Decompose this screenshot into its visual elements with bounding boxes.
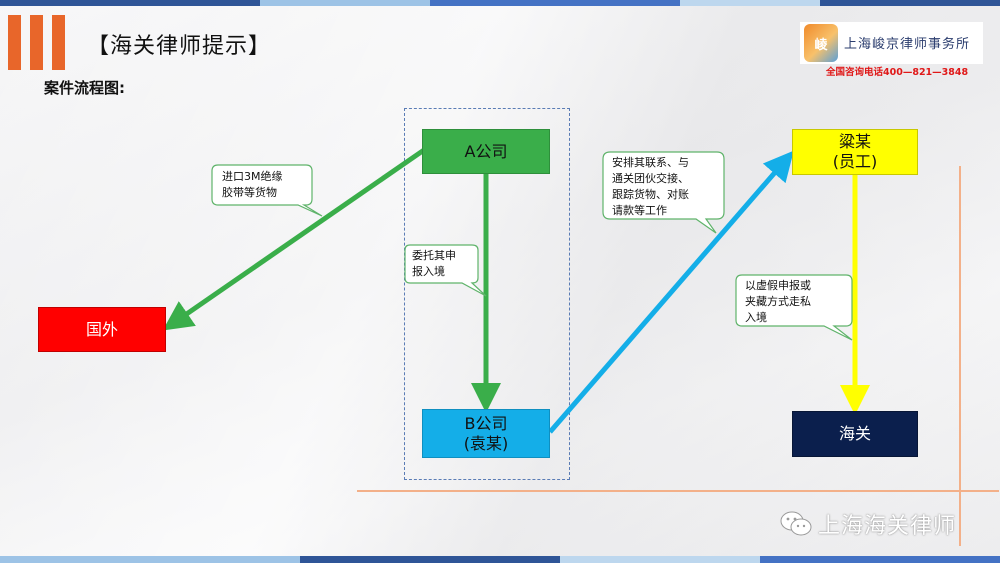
- callout-line: 以虚假申报或: [745, 279, 811, 292]
- callout-import-goods-bubble: [211, 164, 323, 217]
- node-liang: 粱某 (员工): [792, 129, 918, 175]
- firm-logo-icon: 崚: [804, 24, 838, 62]
- callout-line: 请款等工作: [612, 203, 667, 217]
- node-customs: 海关: [792, 411, 918, 457]
- node-label: 粱某: [838, 132, 871, 151]
- callout-smuggle-bubble: [735, 274, 853, 341]
- callout-line: 委托其申: [412, 249, 456, 262]
- wechat-icon: [780, 511, 812, 536]
- company-group-frame: [404, 108, 570, 480]
- callout-line: 通关团伙交接、: [612, 171, 689, 185]
- node-label: A公司: [464, 141, 508, 161]
- wechat-watermark: 上海海关律师: [780, 508, 956, 540]
- watermark-text: 上海海关律师: [818, 514, 957, 539]
- callout-line: 夹藏方式走私: [745, 294, 811, 308]
- node-label: 国外: [85, 319, 118, 339]
- node-sublabel: (员工): [832, 152, 878, 171]
- callout-entrust-bubble: [404, 244, 487, 297]
- node-company-a: A公司: [422, 129, 550, 174]
- callout-line: 进口3M绝缘: [222, 170, 283, 183]
- callout-import-goods: 进口3M绝缘 胶带等货物: [222, 169, 283, 201]
- node-label: B公司: [464, 413, 508, 433]
- callout-line: 入境: [745, 310, 767, 324]
- callout-entrust-declare: 委托其申 报入境: [412, 248, 456, 280]
- callout-line: 胶带等货物: [222, 185, 277, 199]
- orange-guide-line-horizontal: [357, 490, 999, 492]
- page-title: 【海关律师提示】: [87, 34, 272, 59]
- bottom-color-bar: [0, 556, 1000, 563]
- callout-line: 报入境: [412, 264, 445, 278]
- arrow-b-to-liang: [548, 150, 794, 434]
- diagram-subtitle: 案件流程图:: [44, 79, 125, 97]
- node-company-b: B公司 (袁某): [422, 409, 550, 458]
- callout-smuggle: 以虚假申报或 夹藏方式走私 入境: [745, 278, 811, 326]
- node-foreign: 国外: [38, 307, 166, 352]
- node-sublabel: (袁某): [463, 433, 509, 453]
- firm-hotline: 全国咨询电话400—821—3848: [826, 67, 969, 78]
- firm-name: 上海峻京律师事务所: [844, 37, 971, 52]
- callout-line: 跟踪货物、对账: [612, 187, 689, 201]
- arrow-a-to-foreign: [162, 147, 426, 331]
- top-color-bar: [0, 0, 1000, 6]
- callout-line: 安排其联系、与: [612, 156, 689, 169]
- orange-guide-line-vertical: [959, 166, 961, 546]
- node-label: 海关: [838, 424, 871, 443]
- callout-arrange-bubble: [602, 151, 725, 234]
- callout-arrange-contact: 安排其联系、与 通关团伙交接、 跟踪货物、对账 请款等工作: [612, 155, 689, 219]
